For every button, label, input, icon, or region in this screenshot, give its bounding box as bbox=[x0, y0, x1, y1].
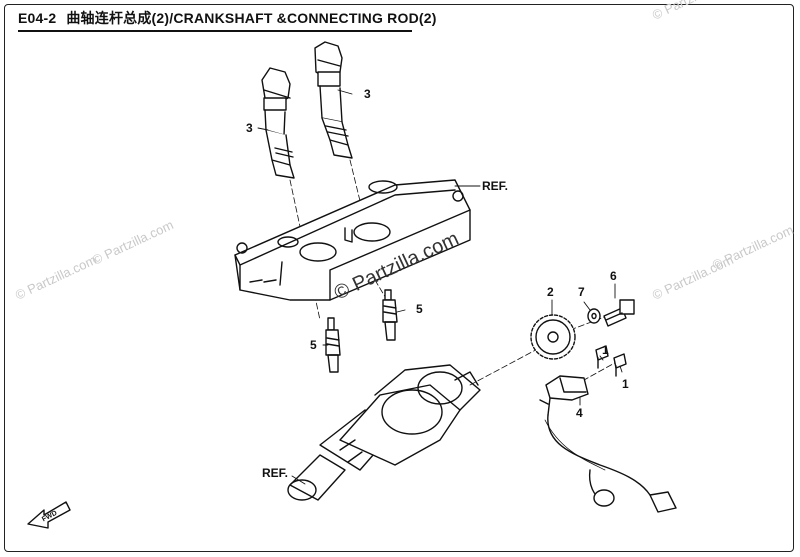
bolt bbox=[603, 299, 635, 327]
callout-2: 2 bbox=[547, 285, 554, 299]
fwd-arrow-icon bbox=[27, 501, 71, 529]
callout-5-left: 5 bbox=[310, 338, 317, 352]
callout-1-lower: 1 bbox=[622, 377, 629, 391]
callout-1-upper: 1 bbox=[602, 343, 609, 357]
ignition-coil-left bbox=[261, 67, 295, 179]
diagram-frame bbox=[4, 4, 794, 552]
ref-label-crankshaft: REF. bbox=[262, 466, 288, 480]
callout-3-left: 3 bbox=[246, 121, 253, 135]
callout-3-right: 3 bbox=[364, 87, 371, 101]
title-underline bbox=[18, 30, 412, 32]
watermark-tile: © Partzilla.com bbox=[710, 222, 796, 273]
cylinder-head-cover bbox=[234, 179, 471, 301]
callout-leaders bbox=[257, 89, 623, 485]
callout-4: 4 bbox=[576, 406, 583, 420]
washer bbox=[587, 308, 601, 324]
watermark-tile: © Partzilla.com bbox=[13, 252, 99, 303]
callout-6: 6 bbox=[610, 269, 617, 283]
spark-plug-right bbox=[382, 289, 398, 341]
page-title: E04-2 曲轴连杆总成(2)/CRANKSHAFT &CONNECTING RO… bbox=[18, 8, 437, 28]
crankshaft bbox=[287, 364, 481, 501]
callout-5-right: 5 bbox=[416, 302, 423, 316]
crank-position-sensor bbox=[539, 375, 677, 513]
watermark-tile: © Partzilla.com bbox=[90, 217, 176, 268]
timing-sprocket bbox=[530, 314, 576, 360]
spark-plug-left bbox=[325, 317, 341, 373]
screw-upper bbox=[595, 345, 609, 369]
ignition-coil-right bbox=[314, 41, 353, 159]
diagram-code: E04-2 bbox=[18, 10, 57, 26]
screw-lower bbox=[613, 353, 627, 377]
diagram-title: 曲轴连杆总成(2)/CRANKSHAFT &CONNECTING ROD(2) bbox=[66, 10, 437, 26]
watermark-tile: © Partzilla.com bbox=[650, 0, 736, 23]
callout-7: 7 bbox=[578, 285, 585, 299]
ref-label-cover: REF. bbox=[482, 179, 508, 193]
